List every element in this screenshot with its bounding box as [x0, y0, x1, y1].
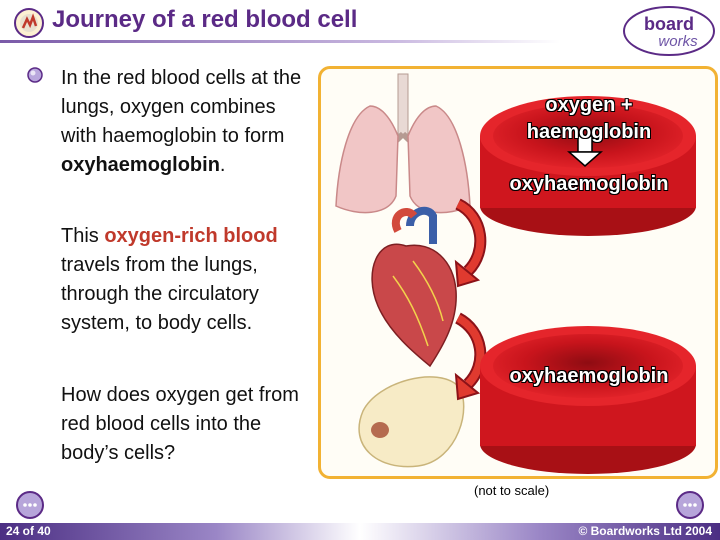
- p2-keyword: oxygen-rich blood: [104, 225, 278, 247]
- previous-slide-button[interactable]: [15, 490, 45, 520]
- diagram-art: [335, 73, 696, 474]
- p1-text: In the red blood cells at the lungs, oxy…: [61, 67, 302, 147]
- boardworks-logo: board works: [623, 6, 715, 56]
- lungs-illustration: [335, 73, 471, 214]
- p1-keyword: oxyhaemoglobin: [61, 154, 220, 176]
- page-title: Journey of a red blood cell: [52, 6, 358, 33]
- slide-number: 24 of 40: [6, 524, 51, 538]
- top-cell-label-oxygen: oxygen +: [545, 94, 633, 116]
- title-divider: [0, 40, 560, 43]
- next-slide-button[interactable]: [675, 490, 705, 520]
- paragraph-question: How does oxygen get from red blood cells…: [61, 384, 299, 464]
- p1-end: .: [219, 154, 226, 176]
- diagram-panel: oxygen + haemoglobin oxyhaemoglobin oxyh…: [318, 66, 718, 479]
- red-blood-cell-top: [480, 96, 696, 236]
- bottom-cell-label: oxyhaemoglobin: [509, 365, 669, 387]
- heart-illustration: [371, 206, 457, 368]
- body-cell-illustration: [358, 376, 465, 468]
- logo-line1: board: [644, 14, 694, 34]
- scale-note: (not to scale): [474, 483, 550, 498]
- reaction-arrow-icon: [567, 135, 603, 167]
- red-blood-cell-bottom: [480, 326, 696, 474]
- top-cell-label-result: oxyhaemoglobin: [509, 173, 669, 195]
- flow-arrow-2: [454, 312, 487, 401]
- bullet-icon: [27, 67, 43, 83]
- p2-end: travels from the lungs, through the circ…: [61, 254, 259, 334]
- paragraph-circulation: This oxygen-rich blood travels from the …: [61, 222, 311, 338]
- top-cell-label-haemoglobin: haemoglobin: [526, 121, 652, 143]
- copyright: © Boardworks Ltd 2004: [578, 524, 712, 538]
- paragraph-lungs: In the red blood cells at the lungs, oxy…: [61, 64, 311, 180]
- title-icon: [14, 8, 44, 38]
- logo-line2: works: [658, 33, 698, 50]
- flow-arrow-1: [454, 198, 487, 288]
- footer-bar: [0, 523, 720, 540]
- p2-text: This: [61, 225, 105, 247]
